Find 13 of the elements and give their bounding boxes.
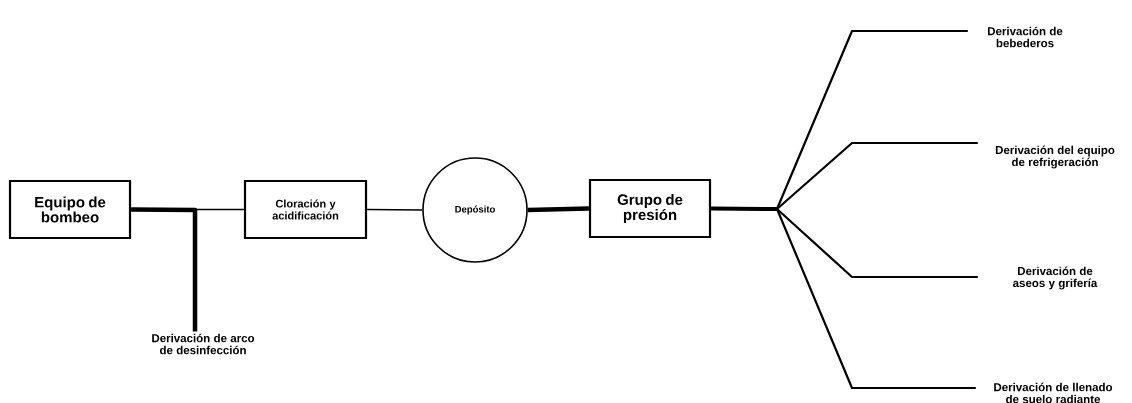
- branch-label: Derivación del equipo de refrigeración: [995, 145, 1115, 169]
- process-box: Cloración y acidificación: [243, 179, 368, 240]
- process-box: Grupo de presión: [588, 178, 712, 239]
- branch-label: Derivación de aseos y grifería: [1013, 266, 1098, 290]
- pipe-line: [711, 207, 976, 390]
- pipe-line: [366, 208, 423, 211]
- pipe-line: [131, 207, 198, 332]
- branch-label: Derivación de llenado de suelo radiante: [994, 382, 1113, 403]
- process-box: Equipo de bombeo: [8, 179, 132, 240]
- branch-label: Derivación de bebederos: [988, 26, 1063, 48]
- pipe-line: [527, 206, 589, 213]
- pipe-line: [711, 206, 777, 211]
- branch-label: Derivación de arco de desinfección: [152, 333, 255, 355]
